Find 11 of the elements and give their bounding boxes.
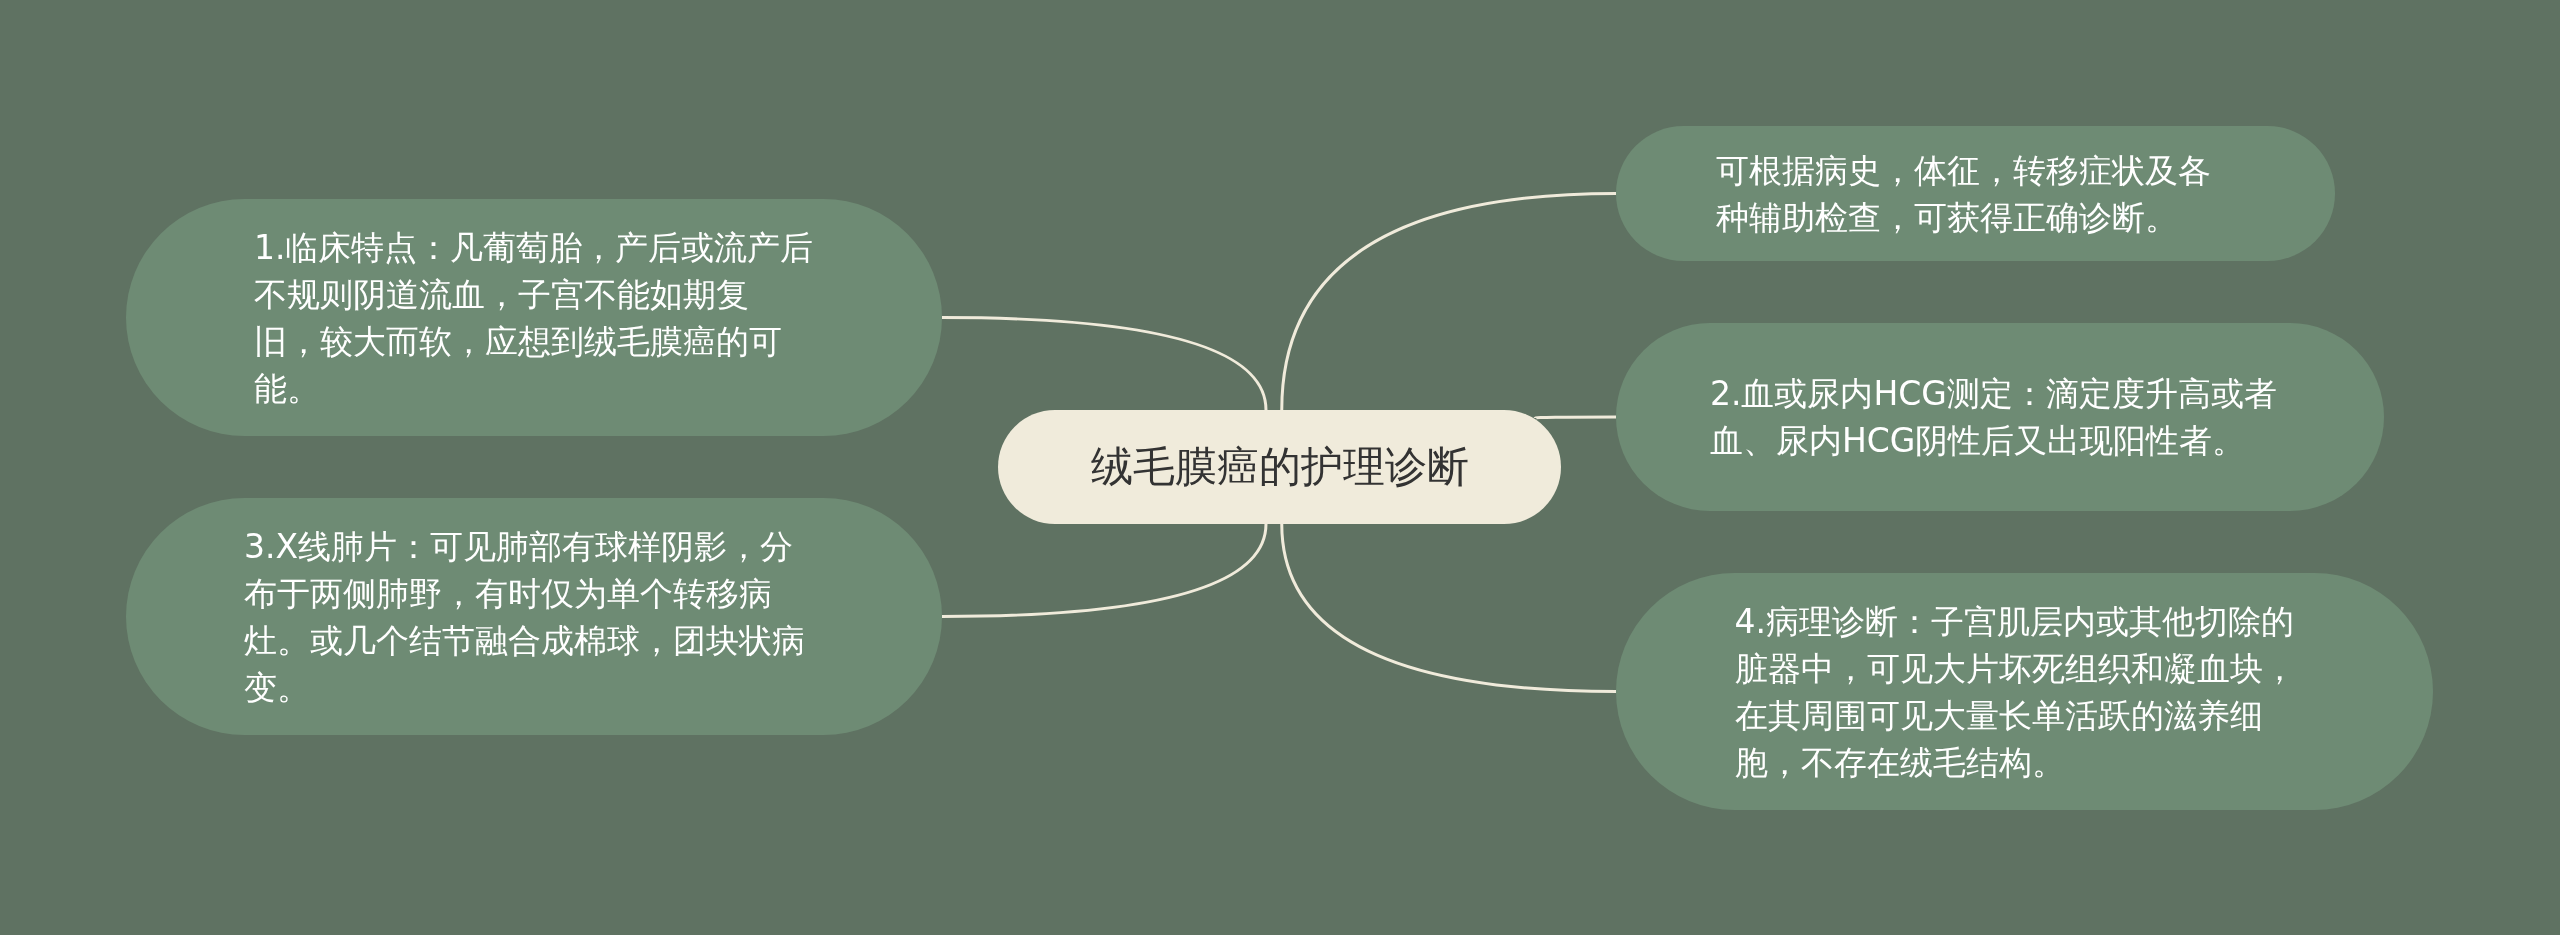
connector-line	[1280, 192, 1617, 411]
topic-text: 1.临床特点：凡葡萄胎，产后或流产后不规则阴道流血，子宫不能如期复旧，较大而软，应想到绒毛膜癌的可能。	[254, 226, 814, 410]
topic-text: 2.血或尿内HCG测定：滴定度升高或者血、尿内HCG阴性后又出现阳性者。	[1710, 373, 2278, 462]
topic-text: 可根据病史，体征，转移症状及各种辅助检查，可获得正确诊断。	[1715, 149, 2212, 239]
connector-line	[942, 316, 1268, 411]
connector-line	[1534, 415, 1616, 420]
connector-line	[942, 523, 1268, 618]
topic-text: 绒毛膜癌的护理诊断	[1090, 442, 1469, 492]
topic-text: 4.病理诊断：子宫肌层内或其他切除的脏器中，可见大片坏死组织和凝血块，在其周围可见大量长单活跃的滋养细胞，不存在绒毛结构。	[1734, 600, 2297, 784]
connector-line	[1280, 523, 1617, 693]
topic-text: 3.X线肺片：可见肺部有球样阴影，分布于两侧肺野，有时仅为单个转移病灶。或几个结节融合成棉球，团块状病变。	[244, 525, 806, 709]
